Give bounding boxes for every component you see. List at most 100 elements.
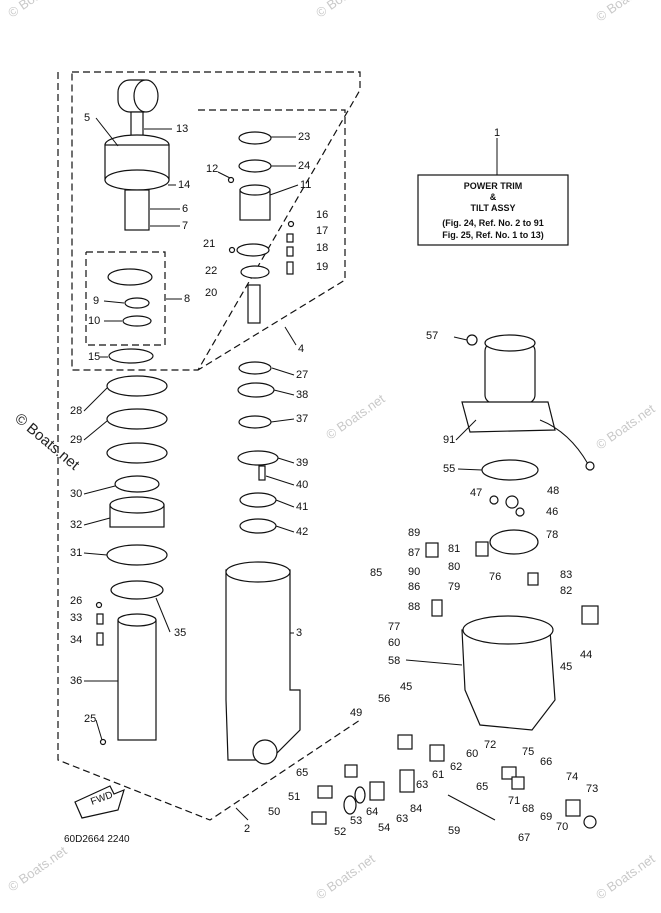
part-10-ring — [122, 315, 152, 327]
callout-82: 82 — [560, 585, 572, 597]
callout-77: 77 — [388, 621, 400, 633]
part-44-plug — [581, 605, 599, 625]
leader-12 — [217, 171, 231, 179]
callout-61: 61 — [432, 769, 444, 781]
callout-12: 12 — [206, 163, 218, 175]
part-65-plug — [511, 776, 525, 790]
callout-14: 14 — [178, 179, 190, 191]
callout-51: 51 — [288, 791, 300, 803]
watermark-text: © Boats.net — [5, 843, 70, 895]
part-52-ring — [343, 795, 357, 815]
leader-91 — [455, 419, 477, 441]
leader-55 — [457, 468, 483, 471]
part-19-spring — [286, 261, 294, 275]
callout-4: 4 — [298, 343, 304, 355]
leader-5 — [95, 117, 119, 147]
valve-parts — [225, 131, 301, 765]
callout-37: 37 — [296, 413, 308, 425]
callout-45b: 45 — [560, 661, 572, 673]
caption-subtitle: TILT ASSY — [471, 203, 516, 213]
part-31-ring — [106, 544, 168, 566]
bottom-valve-parts — [311, 734, 525, 825]
callout-86: 86 — [408, 581, 420, 593]
part-36-cylinder — [117, 619, 157, 741]
dashed-group-outlines — [57, 71, 361, 821]
callout-56: 56 — [378, 693, 390, 705]
leader-31 — [83, 552, 108, 556]
callout-11: 11 — [300, 179, 311, 191]
callout-79: 79 — [448, 581, 460, 593]
part-21-ball — [228, 246, 236, 254]
assembly-caption: POWER TRIM & TILT ASSY (Fig. 24, Ref. No… — [417, 138, 569, 246]
callout-66: 66 — [540, 756, 552, 768]
tilt-cylinder-parts — [95, 79, 170, 746]
callout-32: 32 — [70, 519, 82, 531]
part-26-ball — [95, 601, 103, 609]
part-59-bolt — [447, 794, 496, 821]
part-91-terminal — [585, 461, 595, 471]
callout-8: 8 — [184, 293, 190, 305]
callout-17: 17 — [316, 225, 328, 237]
part-6-7-rod — [124, 189, 150, 231]
part-74-plug — [565, 799, 581, 817]
leader-39 — [277, 457, 295, 464]
callout-58: 58 — [388, 655, 400, 667]
part-56-plug — [397, 734, 413, 750]
callout-13: 13 — [176, 123, 188, 135]
part-87-spring — [425, 542, 439, 558]
callout-15: 15 — [88, 351, 100, 363]
callout-89: 89 — [408, 527, 420, 539]
callout-2: 2 — [244, 823, 250, 835]
callout-81: 81 — [448, 543, 460, 555]
callout-3: 3 — [296, 627, 302, 639]
part-5-eye-end — [133, 79, 159, 113]
part-88-pin — [431, 599, 443, 617]
motor-pump-parts — [425, 334, 599, 829]
callout-71: 71 — [508, 795, 520, 807]
part-47-bolt — [489, 495, 499, 505]
watermark-text: © Boats.net — [323, 391, 388, 443]
part-24-ring — [238, 159, 272, 173]
callout-7: 7 — [182, 220, 188, 232]
callout-46: 46 — [546, 506, 558, 518]
part-40-spring — [258, 465, 266, 481]
callout-25: 25 — [84, 713, 96, 725]
leader-28 — [83, 387, 108, 412]
part-17-pin — [286, 233, 294, 243]
part-8-piston — [107, 268, 153, 286]
callout-75: 75 — [522, 746, 534, 758]
part-91-base — [461, 401, 556, 433]
callout-67: 67 — [518, 832, 530, 844]
part-14-head-bottom — [104, 169, 170, 191]
part-42-clip — [239, 518, 277, 534]
callout-63: 63 — [396, 813, 408, 825]
leader-30 — [83, 485, 116, 495]
callout-83: 83 — [560, 569, 572, 581]
callout-41: 41 — [296, 501, 308, 513]
part-84-spring — [399, 769, 415, 793]
callout-10: 10 — [88, 315, 100, 327]
callout-69: 69 — [540, 811, 552, 823]
callout-50: 50 — [268, 806, 280, 818]
part-15-ring — [108, 348, 154, 364]
part-91-wire — [539, 419, 589, 465]
part-83-pin — [527, 572, 539, 586]
callout-60b: 60 — [466, 748, 478, 760]
callout-47: 47 — [470, 487, 482, 499]
callout-36: 36 — [70, 675, 82, 687]
part-3-housing — [225, 569, 301, 761]
part-20-screw — [247, 284, 261, 324]
callout-55: 55 — [443, 463, 455, 475]
leader-42 — [275, 525, 295, 533]
leader-27 — [271, 367, 295, 376]
dashed-outline-piston — [85, 251, 166, 346]
callout-70: 70 — [556, 821, 568, 833]
part-75-plug — [501, 766, 517, 780]
leader-lines — [83, 117, 483, 821]
part-30-seal — [114, 475, 160, 493]
part-50-plug — [311, 811, 327, 825]
leader-38 — [273, 389, 295, 396]
part-12-ball — [227, 176, 235, 184]
leader-57 — [453, 336, 468, 341]
